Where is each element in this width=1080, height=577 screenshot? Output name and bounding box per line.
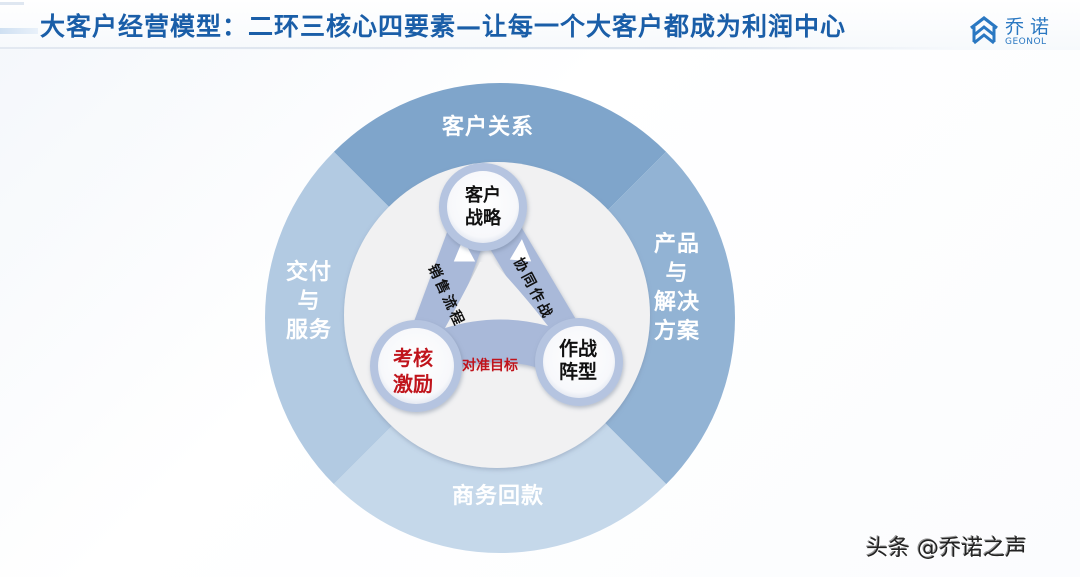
header-bar: 大客户经营模型：二环三核心四要素—让每一个大客户都成为利润中心 乔诺 GEONO…: [0, 0, 1080, 50]
geonol-logo-icon: [970, 15, 998, 45]
outer-ring: [265, 83, 735, 553]
ring-segment-top: [265, 83, 735, 318]
logo-name-cn: 乔诺: [1005, 16, 1056, 38]
core-node-battle-formation: [543, 326, 615, 398]
link-label-align-goals: 对准目标: [462, 358, 518, 374]
logo-name-en: GEONOL: [1005, 37, 1047, 47]
core-label-battle-formation: 作战 阵型: [559, 338, 598, 383]
core-node-assessment-incentive: [378, 328, 454, 404]
ring-label-business-payment: 商务回款: [452, 484, 545, 509]
core-node-customer-strategy: [447, 171, 519, 243]
core-label-assessment-incentive: 考核 激励: [393, 346, 433, 396]
watermark: 头条 @乔诺之声: [866, 536, 1027, 561]
arrow-up-right-icon: [508, 236, 533, 263]
brand-logo: 乔诺 GEONOL: [968, 12, 1068, 50]
header-accent-bar: [0, 28, 38, 34]
triangle-center: [445, 262, 548, 328]
ring-segment-bottom: [265, 318, 735, 553]
header-divider: [0, 47, 960, 49]
ring-label-product-solution: 产品 与 解决 方案: [654, 232, 701, 344]
core-label-customer-strategy: 客户 战略: [465, 185, 501, 229]
header-accent-line: [0, 2, 24, 5]
arrow-up-left-icon: [452, 236, 477, 263]
ring-segment-left: [265, 83, 500, 553]
ring-label-customer-relationship: 客户关系: [442, 115, 535, 140]
ring-label-delivery-service: 交付 与 服务: [286, 260, 333, 343]
ring-segment-right: [500, 83, 735, 553]
page-title: 大客户经营模型：二环三核心四要素—让每一个大客户都成为利润中心: [40, 12, 847, 41]
